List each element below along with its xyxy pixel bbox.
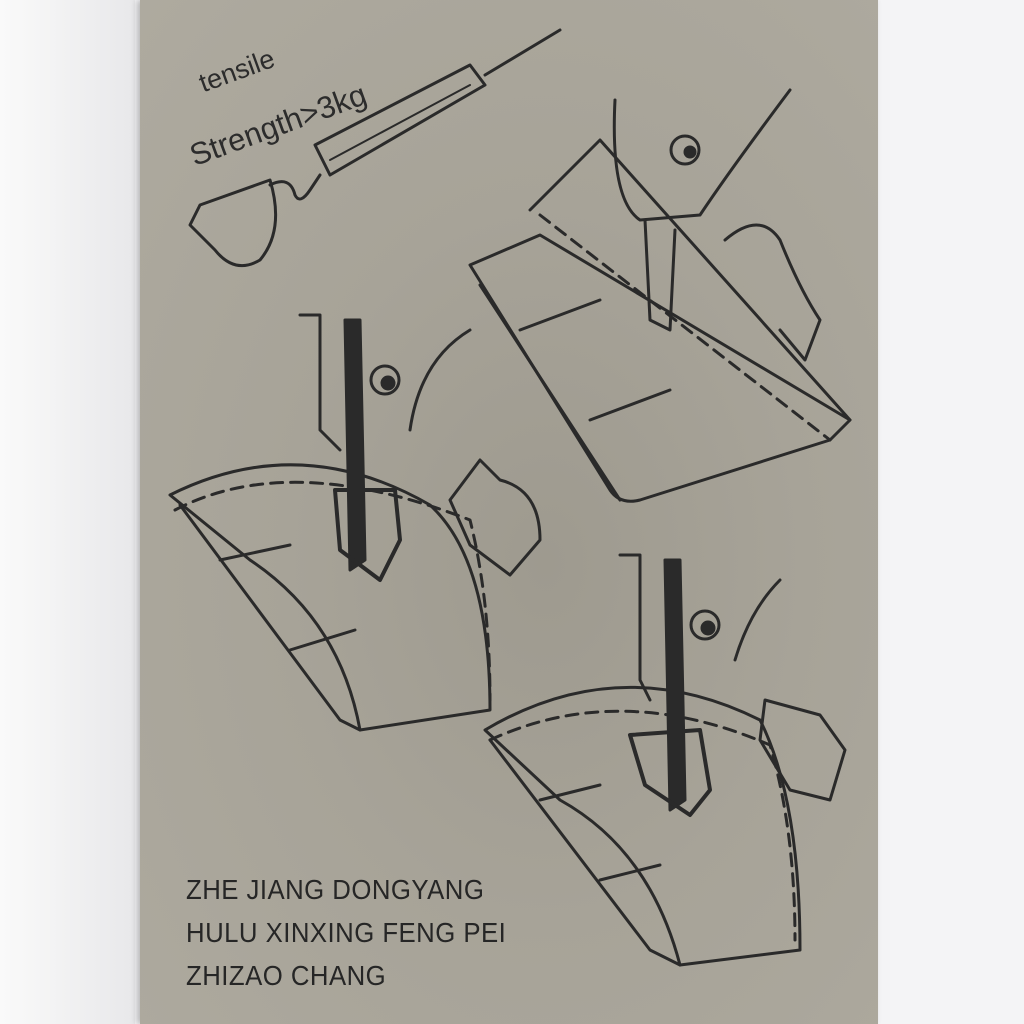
instruction-card	[140, 0, 878, 1024]
sewing-machine-bottom-right	[483, 553, 847, 967]
background-edge	[0, 0, 135, 1024]
sewing-machine-middle-left	[168, 313, 542, 732]
sewing-machine-top-right	[468, 88, 852, 503]
tensile-gauge-illustration	[188, 28, 562, 268]
manufacturer-text: ZHE JIANG DONGYANG HULU XINXING FENG PEI…	[186, 868, 506, 997]
manufacturer-line: HULU XINXING FENG PEI	[186, 917, 507, 948]
manufacturer-line: ZHIZAO CHANG	[186, 960, 387, 991]
manufacturer-line: ZHE JIANG DONGYANG	[186, 874, 485, 905]
